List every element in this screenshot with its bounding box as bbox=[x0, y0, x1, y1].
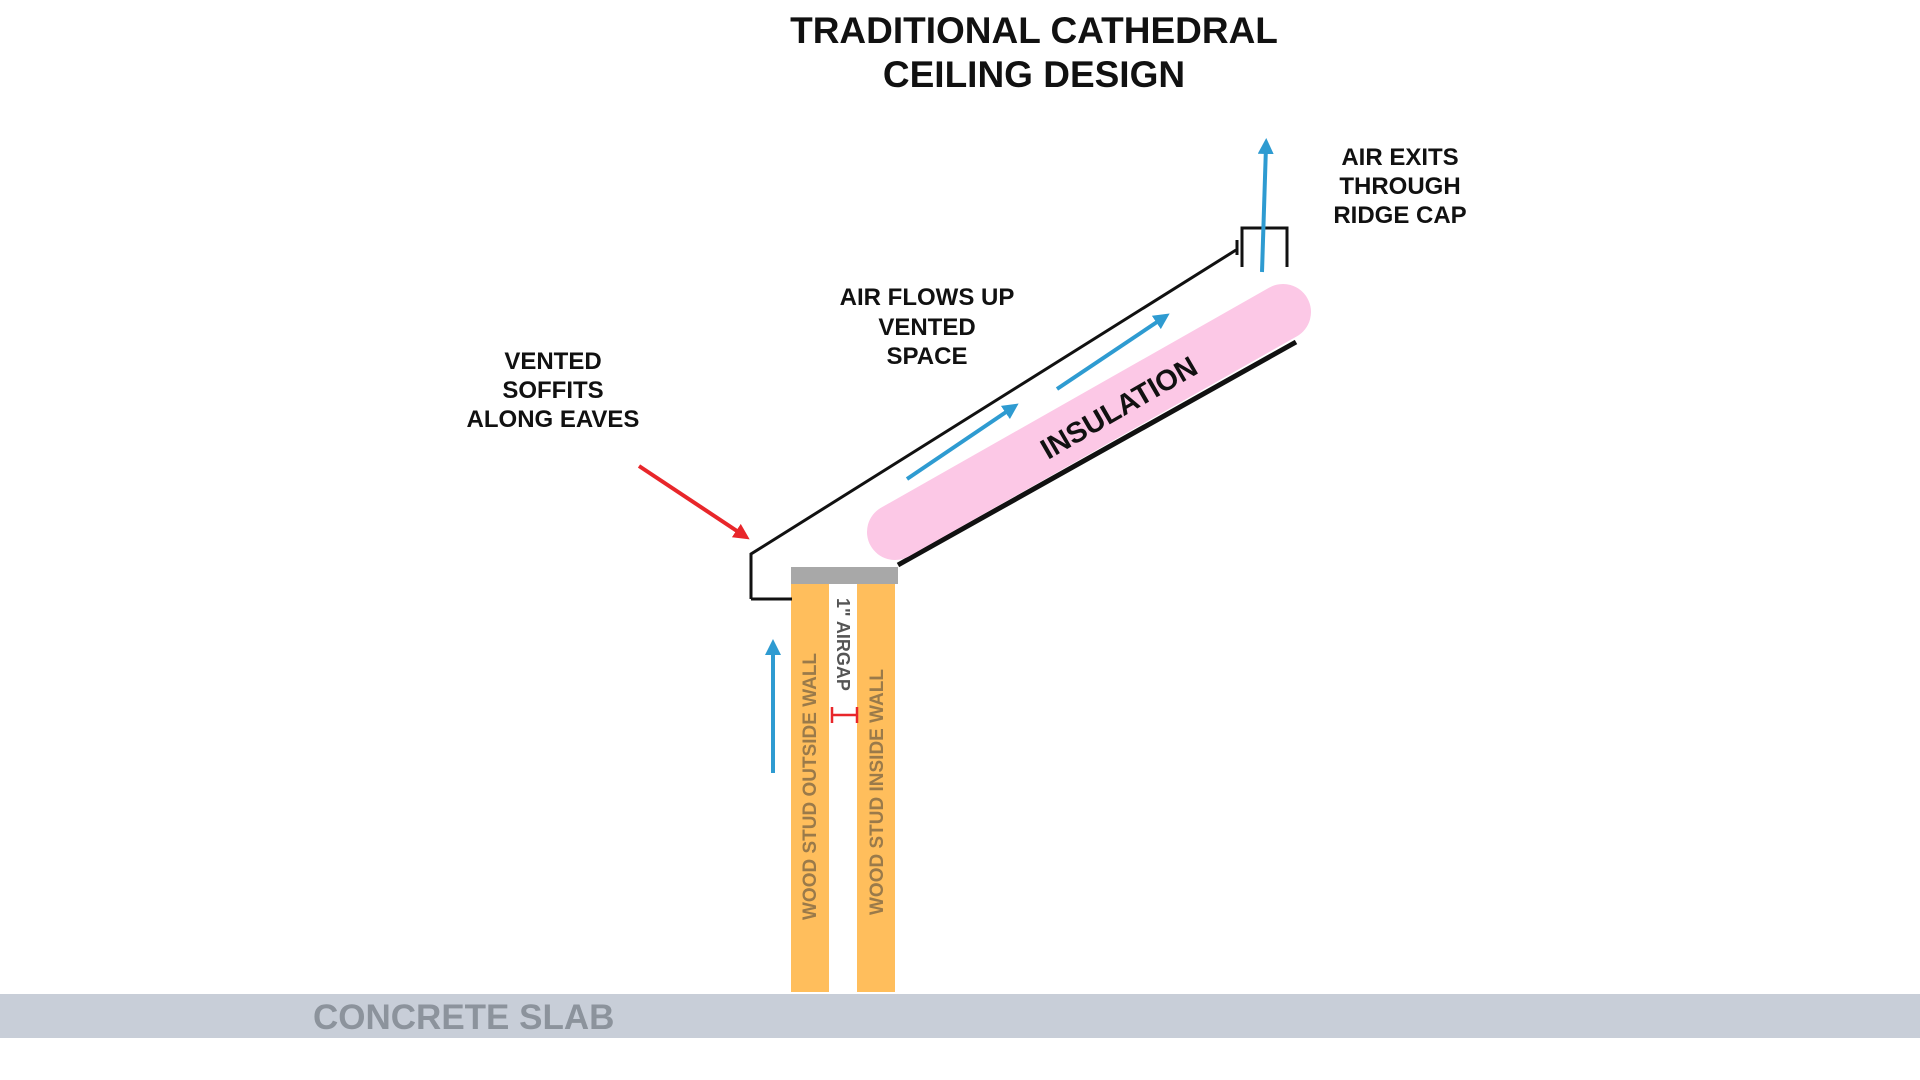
top-plate bbox=[791, 567, 898, 584]
air-flows-callout: AIR FLOWS UP VENTED SPACE bbox=[840, 284, 1015, 370]
air-exits-line-3: RIDGE CAP bbox=[1333, 202, 1466, 229]
concrete-slab bbox=[0, 994, 1920, 1038]
soffit-arrow-icon bbox=[637, 464, 750, 540]
airgap-dimension bbox=[830, 707, 859, 723]
inside-wall bbox=[857, 582, 895, 992]
rafter-airflow-arrow-icon-1 bbox=[905, 403, 1019, 481]
vented-soffits-line-1: VENTED bbox=[504, 348, 601, 375]
diagram-title: TRADITIONAL CATHEDRAL CEILING DESIGN bbox=[790, 10, 1278, 95]
airgap-label: 1" AIRGAP bbox=[833, 598, 853, 691]
air-exits-line-1: AIR EXITS bbox=[1341, 144, 1458, 171]
rafter-airflow-arrow-icon-2 bbox=[1055, 313, 1170, 391]
title-line-2: CEILING DESIGN bbox=[883, 54, 1185, 95]
concrete-slab-label: CONCRETE SLAB bbox=[313, 998, 614, 1037]
vented-soffits-line-2: SOFFITS bbox=[502, 377, 603, 404]
insulation-band bbox=[867, 284, 1311, 560]
air-flows-line-3: SPACE bbox=[887, 343, 968, 370]
air-exits-line-2: THROUGH bbox=[1339, 173, 1460, 200]
ridge-exit-arrow-icon bbox=[1257, 138, 1274, 273]
vented-soffits-line-3: ALONG EAVES bbox=[467, 406, 640, 433]
air-flows-line-2: VENTED bbox=[878, 314, 975, 341]
outside-wall bbox=[791, 582, 829, 992]
vented-soffits-callout: VENTED SOFFITS ALONG EAVES bbox=[467, 348, 640, 433]
roof-outline bbox=[749, 248, 1237, 599]
ceiling-line bbox=[896, 339, 1298, 568]
inside-wall-label: WOOD STUD INSIDE WALL bbox=[867, 669, 888, 915]
outside-wall-label: WOOD STUD OUTSIDE WALL bbox=[800, 653, 821, 920]
title-line-1: TRADITIONAL CATHEDRAL bbox=[790, 10, 1278, 51]
air-flows-line-1: AIR FLOWS UP bbox=[840, 284, 1015, 311]
air-exits-callout: AIR EXITS THROUGH RIDGE CAP bbox=[1333, 144, 1466, 229]
